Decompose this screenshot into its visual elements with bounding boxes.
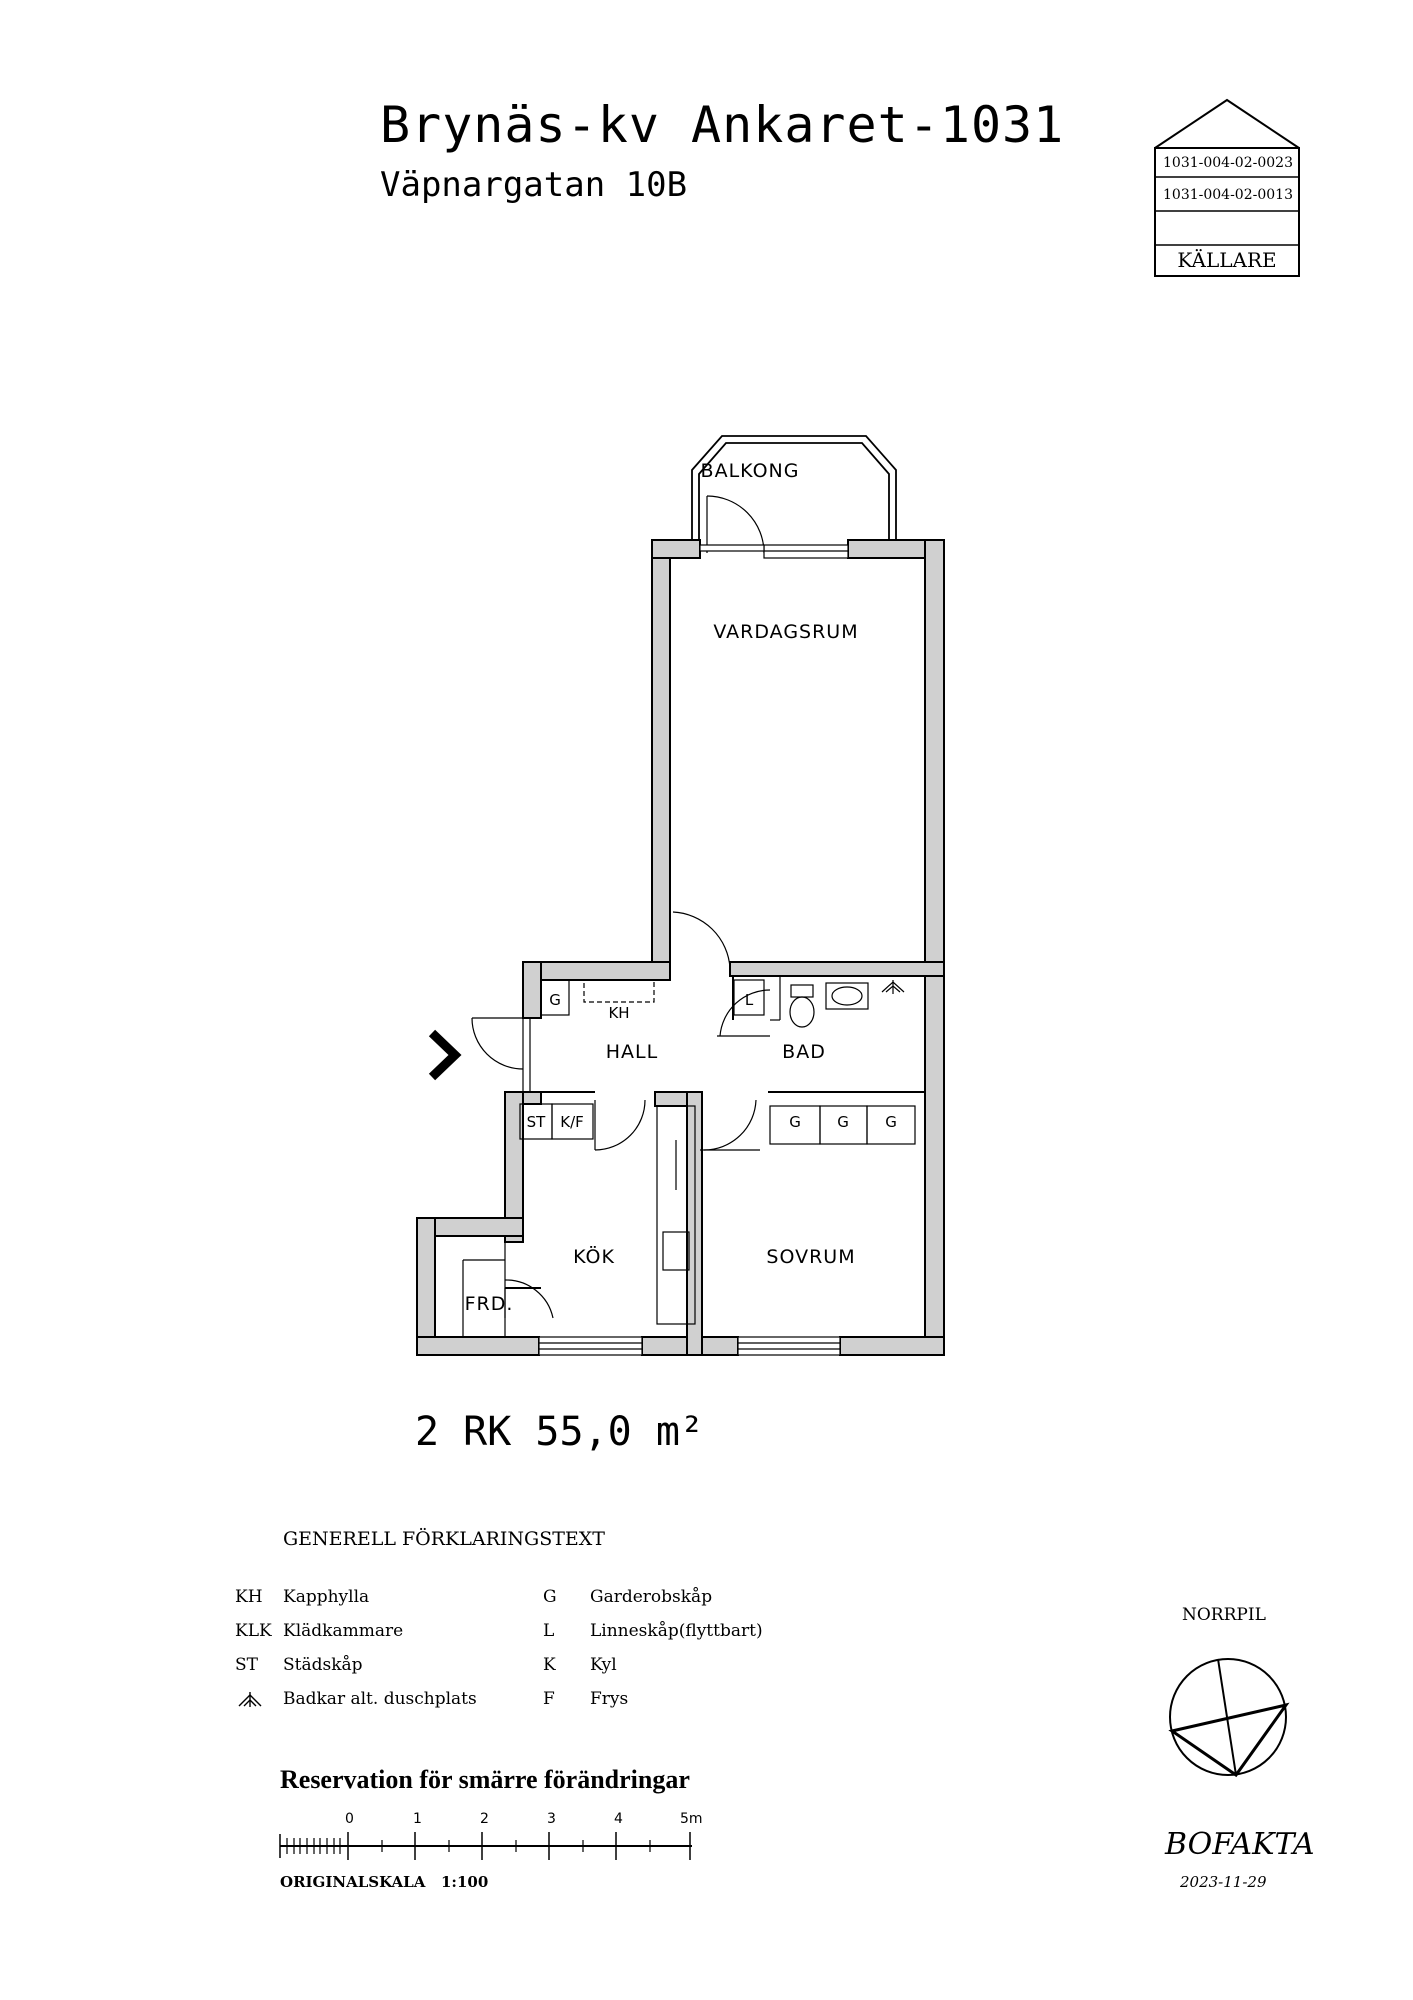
bath-door [717, 989, 771, 1037]
legend-code-l: L [543, 1621, 555, 1641]
legend-text-k: Kyl [590, 1655, 617, 1675]
bedroom-window [737, 1336, 841, 1356]
balcony-door [706, 495, 765, 554]
legend-text-l: Linneskåp(flyttbart) [590, 1621, 763, 1641]
fixture-l: L [745, 991, 754, 1009]
room-vardagsrum: VARDAGSRUM [713, 621, 858, 643]
scale-label: ORIGINALSKALA [280, 1873, 426, 1891]
living-room-door [669, 911, 731, 972]
legend-text-klk: Klädkammare [283, 1621, 404, 1641]
balcony-window [699, 544, 849, 559]
reservation-note: Reservation för smärre förändringar [280, 1765, 690, 1794]
plan-title: Brynäs-kv Ankaret-1031 [380, 96, 1065, 154]
fixture-g-1: G [789, 1113, 801, 1131]
kitchen-window [538, 1336, 643, 1356]
legend-text-bath: Badkar alt. duschplats [283, 1689, 477, 1709]
legend-text-g: Garderobskåp [590, 1587, 713, 1607]
fixture-g-hall: G [549, 991, 561, 1009]
house-outline-icon [1154, 98, 1300, 277]
entrance-door [471, 1017, 531, 1092]
storage-shelves [434, 1235, 506, 1338]
legend-code-st: ST [235, 1655, 258, 1675]
legend-code-kh: KH [235, 1587, 263, 1607]
fixture-g-2: G [837, 1113, 849, 1131]
legend-text-f: Frys [590, 1689, 629, 1709]
kitchen-cabinets [519, 1103, 696, 1325]
bath-icon [238, 1692, 262, 1707]
legend-code-klk: KLK [235, 1621, 272, 1641]
legend-heading: GENERELL FÖRKLARINGSTEXT [283, 1528, 605, 1550]
bath-fixtures [770, 976, 869, 1028]
brand-name: BOFAKTA [1165, 1827, 1315, 1862]
plan-date: 2023-11-29 [1180, 1873, 1267, 1891]
fixture-kf: K/F [560, 1113, 584, 1131]
entrance-arrow-icon [428, 1029, 462, 1081]
north-arrow-icon [1168, 1658, 1290, 1778]
room-frd: FRD. [465, 1293, 514, 1315]
scale-tick-1: 1 [413, 1811, 422, 1827]
legend-text-st: Städskåp [283, 1655, 363, 1675]
legend-text-kh: Kapphylla [283, 1587, 370, 1607]
fixture-g-3: G [885, 1113, 897, 1131]
object-id-1: 1031-004-02-0023 [1163, 155, 1293, 171]
property-id-box: 1031-004-02-0023 1031-004-02-0013 KÄLLAR… [1153, 98, 1301, 278]
legend-code-k: K [543, 1655, 556, 1675]
scale-bar [279, 1832, 692, 1860]
scale-tick-0: 0 [345, 1811, 354, 1827]
bedroom-door [700, 1099, 760, 1151]
walls [416, 539, 945, 1356]
fixture-st: ST [527, 1113, 547, 1131]
storage-label: KÄLLARE [1177, 248, 1277, 272]
apartment-summary: 2 RK 55,0 m² [415, 1409, 704, 1455]
floor-plan: BALKONG VARDAGSRUM HALL BAD KÖK SOVRUM F… [416, 435, 945, 1356]
interior-walls [505, 976, 925, 1289]
scale-ratio: 1:100 [441, 1873, 489, 1891]
north-label: NORRPIL [1182, 1605, 1266, 1625]
hall-cabinets [540, 979, 765, 1016]
shower-icon [881, 980, 905, 994]
scale-tick-2: 2 [480, 1811, 489, 1827]
address: Väpnargatan 10B [380, 165, 688, 205]
room-hall: HALL [606, 1041, 658, 1063]
room-balkong: BALKONG [701, 460, 800, 482]
scale-tick-3: 3 [547, 1811, 556, 1827]
kitchen-door [594, 1099, 646, 1151]
scale-tick-4: 4 [614, 1811, 623, 1827]
room-kok: KÖK [573, 1245, 615, 1268]
legend-code-f: F [543, 1689, 555, 1709]
legend-code-g: G [543, 1587, 557, 1607]
bedroom-wardrobes [769, 1105, 916, 1145]
scale-tick-5: 5m [680, 1811, 703, 1827]
fixture-kh: KH [608, 1004, 629, 1022]
balcony [691, 435, 897, 543]
room-sovrum: SOVRUM [766, 1246, 855, 1268]
object-id-2: 1031-004-02-0013 [1163, 187, 1293, 203]
room-bad: BAD [782, 1041, 826, 1063]
